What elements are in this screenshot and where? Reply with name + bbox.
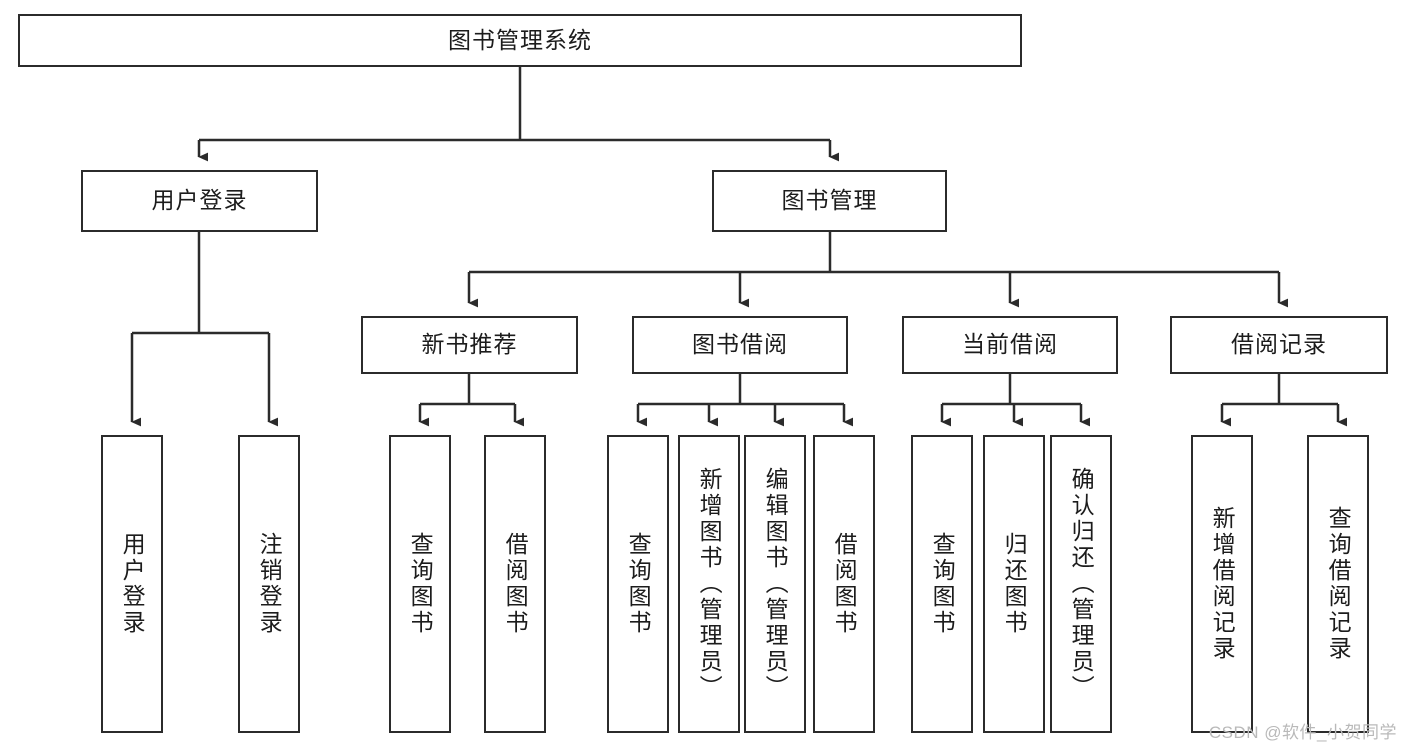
- node-root-label: 图书管理系统: [448, 26, 592, 53]
- node-user-login[interactable]: 用户登录: [81, 170, 318, 232]
- node-leaf-query-book-1[interactable]: 查询图书: [389, 435, 451, 733]
- node-leaf-borrow-book-1-label: 借阅图书: [502, 532, 529, 636]
- node-leaf-add-borrow-record-label: 新增借阅记录: [1209, 506, 1236, 662]
- node-leaf-return-book[interactable]: 归还图书: [983, 435, 1045, 733]
- node-borrow-record[interactable]: 借阅记录: [1170, 316, 1388, 374]
- node-leaf-query-book-2-label: 查询图书: [625, 532, 652, 636]
- node-leaf-return-book-label: 归还图书: [1001, 532, 1028, 636]
- node-leaf-edit-book-admin-label: 编辑图书（管理员）: [762, 467, 789, 701]
- node-leaf-borrow-book-2-label: 借阅图书: [831, 532, 858, 636]
- node-root[interactable]: 图书管理系统: [18, 14, 1022, 67]
- node-leaf-add-book-admin[interactable]: 新增图书（管理员）: [678, 435, 740, 733]
- node-leaf-query-borrow-record-label: 查询借阅记录: [1325, 506, 1352, 662]
- node-book-borrow[interactable]: 图书借阅: [632, 316, 848, 374]
- node-book-manage[interactable]: 图书管理: [712, 170, 947, 232]
- node-leaf-confirm-return-admin[interactable]: 确认归还（管理员）: [1050, 435, 1112, 733]
- node-leaf-query-borrow-record[interactable]: 查询借阅记录: [1307, 435, 1369, 733]
- node-user-login-label: 用户登录: [151, 187, 248, 214]
- node-leaf-query-book-3-label: 查询图书: [929, 532, 956, 636]
- node-leaf-add-book-admin-label: 新增图书（管理员）: [696, 467, 723, 701]
- node-leaf-user-login[interactable]: 用户登录: [101, 435, 163, 733]
- node-leaf-query-book-2[interactable]: 查询图书: [607, 435, 669, 733]
- node-leaf-user-logout[interactable]: 注销登录: [238, 435, 300, 733]
- node-new-book-recommend[interactable]: 新书推荐: [361, 316, 578, 374]
- node-leaf-borrow-book-2[interactable]: 借阅图书: [813, 435, 875, 733]
- node-leaf-query-book-3[interactable]: 查询图书: [911, 435, 973, 733]
- node-leaf-borrow-book-1[interactable]: 借阅图书: [484, 435, 546, 733]
- node-leaf-user-logout-label: 注销登录: [256, 532, 283, 636]
- node-current-borrow[interactable]: 当前借阅: [902, 316, 1118, 374]
- node-leaf-add-borrow-record[interactable]: 新增借阅记录: [1191, 435, 1253, 733]
- node-new-book-recommend-label: 新书推荐: [421, 331, 518, 358]
- node-leaf-edit-book-admin[interactable]: 编辑图书（管理员）: [744, 435, 806, 733]
- node-book-borrow-label: 图书借阅: [692, 331, 788, 358]
- node-book-manage-label: 图书管理: [781, 187, 878, 214]
- node-leaf-confirm-return-admin-label: 确认归还（管理员）: [1068, 467, 1095, 701]
- watermark-text: CSDN @软件_小贺同学: [1208, 723, 1397, 742]
- node-borrow-record-label: 借阅记录: [1231, 331, 1327, 358]
- node-leaf-query-book-1-label: 查询图书: [407, 532, 434, 636]
- node-current-borrow-label: 当前借阅: [962, 331, 1058, 358]
- node-leaf-user-login-label: 用户登录: [119, 532, 146, 636]
